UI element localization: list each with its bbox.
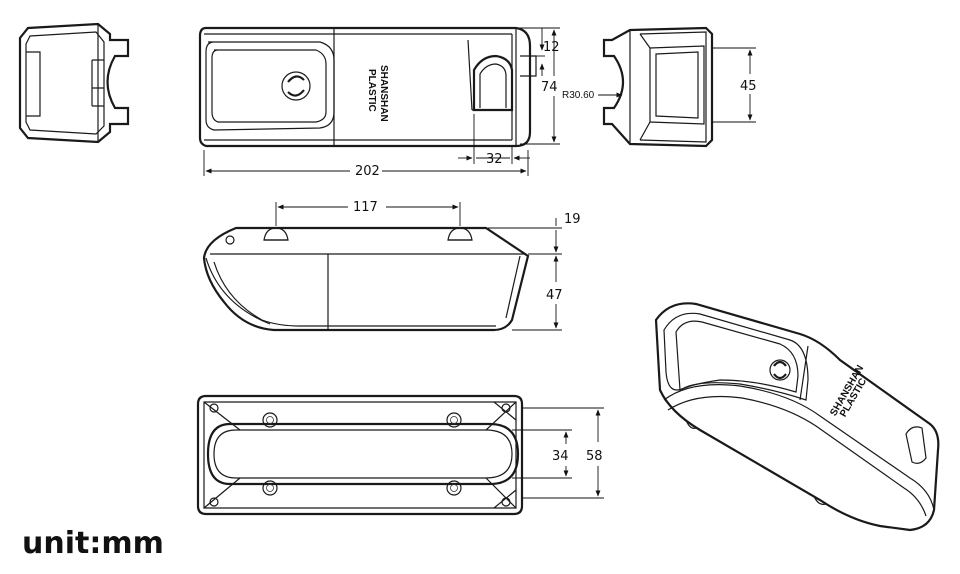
dim-length-label: 202 — [355, 164, 380, 179]
isometric-view — [654, 302, 940, 532]
dim-radius: R30.60 — [562, 90, 623, 101]
bottom-view — [196, 394, 524, 516]
dim-32: 32 — [458, 114, 530, 167]
top-view — [198, 26, 537, 148]
dim-tab-label: 12 — [543, 40, 560, 55]
dim-top-width-label: 45 — [740, 79, 757, 94]
dim-12-74: 12 74 — [518, 27, 560, 145]
dim-radius-label: R30.60 — [562, 90, 595, 101]
dim-117: 117 — [275, 200, 461, 226]
end-view-right — [602, 26, 714, 148]
dim-base-width-label: 58 — [586, 449, 603, 464]
dim-202: 202 — [203, 150, 529, 179]
end-view-left — [18, 22, 130, 144]
brand-line-1: SHANSHAN — [378, 65, 389, 122]
dim-body-height-label: 47 — [546, 288, 563, 303]
dim-45: 45 — [712, 47, 757, 123]
dim-slot-label: 32 — [486, 152, 503, 167]
unit-label: unit:mm — [22, 526, 164, 561]
dim-width-label: 74 — [541, 80, 558, 95]
dim-top-offset-label: 19 — [564, 212, 581, 227]
dim-19-47: 19 47 — [488, 212, 581, 331]
brand-line-2: PLASTIC — [366, 69, 377, 112]
side-view — [202, 226, 530, 332]
dim-inner-width-label: 34 — [552, 449, 569, 464]
dim-34-58: 34 58 — [512, 407, 604, 499]
dim-hole-spacing-label: 117 — [353, 200, 378, 215]
